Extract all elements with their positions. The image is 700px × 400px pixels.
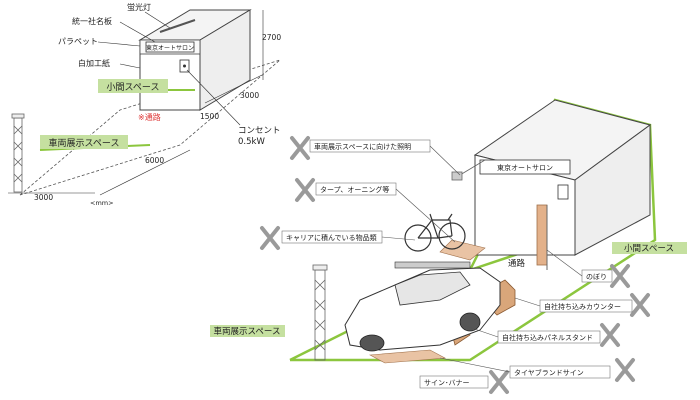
nobori-callout: のぼり — [586, 273, 607, 281]
callouts: 車両展示スペースに向けた照明 タープ、オーニング等 キャリアに積んでいる物品類 … — [281, 139, 633, 389]
panel-stand-callout: 自社持ち込みパネルスタンド — [502, 333, 593, 342]
nameplate — [145, 41, 195, 53]
bicycle — [404, 213, 466, 252]
fluorescent-light-label: 蛍光灯 — [127, 2, 151, 12]
x-icon — [630, 293, 650, 317]
lighting-callout: 車両展示スペースに向けた照明 — [314, 142, 411, 151]
booth-nameplate-text: 東京オートサロン — [497, 163, 553, 172]
light-fixture — [159, 19, 196, 33]
car-illustration — [344, 261, 501, 352]
small-space-tag — [98, 79, 168, 93]
nameplate-text: 東京オートサロン — [146, 44, 194, 52]
truss-tower-left — [11, 113, 25, 193]
booth-side — [199, 9, 251, 111]
vehicle-space-tag — [40, 135, 128, 149]
right-aisle-label: 通路 — [508, 258, 526, 269]
tarp-shape — [439, 239, 486, 261]
dim-length: 6000 — [145, 156, 164, 165]
x-icon — [260, 226, 280, 250]
dim-width: 3000 — [34, 193, 53, 202]
nameplate-label: 統一社名板 — [72, 16, 112, 26]
right-diagram: 東京オートサロン — [210, 98, 687, 394]
parapet-label: パラペット — [58, 37, 98, 46]
tire-sign-mat — [368, 349, 447, 364]
truss-tower-right — [312, 264, 328, 361]
small-space-label: 小間スペース — [107, 82, 160, 93]
unit-label: <mm> — [90, 199, 114, 207]
banner-callout: サイン･バナー — [424, 379, 470, 387]
x-icon — [615, 358, 635, 382]
x-icon — [600, 323, 620, 347]
booth-outlet — [557, 184, 569, 200]
left-diagram: 東京オートサロン 小間スペース 車両展示スペース 蛍光灯 統一社名板 パラペット… — [8, 2, 281, 207]
tarp-callout: タープ、オーニング等 — [320, 185, 389, 194]
x-icon — [489, 370, 509, 394]
carrier-callout: キャリアに積んでいる物品類 — [286, 233, 377, 242]
roof-carrier — [394, 261, 471, 269]
outlet-label-1: コンセント — [238, 126, 281, 136]
nobori-flag — [536, 204, 548, 266]
right-vehicle-space-tag — [210, 325, 285, 337]
right-vehicle-space-label: 車両展示スペース — [214, 326, 281, 337]
x-icon — [610, 264, 630, 288]
vehicle-space-label: 車両展示スペース — [49, 137, 120, 149]
aisle-label: ※通路 — [138, 112, 161, 122]
dim-depth: 3000 — [240, 91, 259, 100]
counter-callout: 自社持ち込みカウンター — [544, 302, 621, 311]
tire-sign-callout: タイヤブランドサイン — [514, 368, 584, 377]
white-panel-label: 白加工紙 — [78, 58, 110, 68]
dim-height: 2700 — [262, 33, 281, 42]
outlet-hole — [183, 64, 186, 68]
booth-side-wall — [574, 124, 651, 256]
x-marks — [260, 136, 650, 394]
dim-aisle: 1500 — [200, 112, 219, 121]
outlet-label-2: 0.5kW — [238, 137, 265, 147]
right-small-space-tag — [612, 242, 687, 254]
right-small-space-label: 小間スペース — [624, 243, 674, 254]
x-icon — [295, 178, 315, 202]
x-icon — [290, 136, 310, 160]
booth-nameplate — [479, 159, 571, 175]
